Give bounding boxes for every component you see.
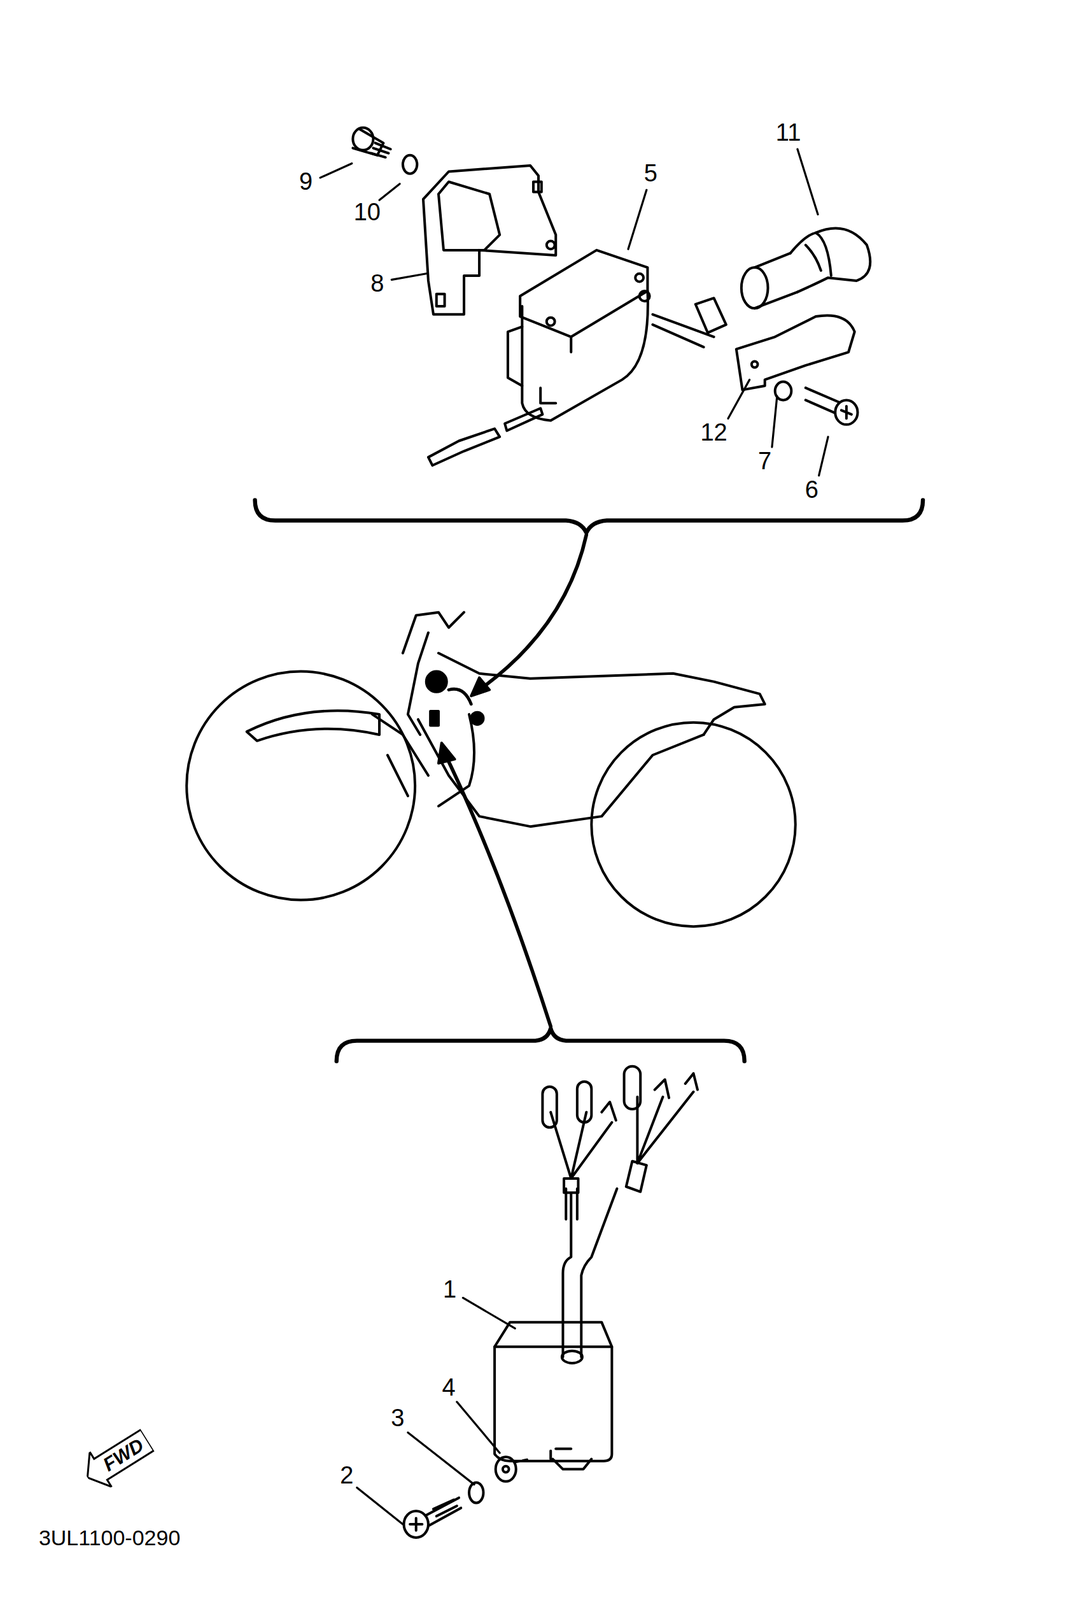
drawing-code: 3UL1100-0290 — [38, 1526, 181, 1548]
callout-number: 3 — [390, 1405, 405, 1430]
direction-label: FWD — [99, 1433, 148, 1476]
callout-number: 6 — [805, 477, 819, 502]
callout-number: 1 — [442, 1276, 457, 1301]
callout-number: 10 — [353, 199, 381, 225]
callout-number: 4 — [441, 1374, 456, 1399]
callout-number: 7 — [758, 448, 772, 473]
callout-number: 9 — [299, 169, 313, 194]
callout-number: 2 — [339, 1462, 354, 1487]
forward-arrow: FWD — [76, 1421, 158, 1495]
callout-number: 12 — [700, 420, 727, 445]
callout-number: 11 — [775, 120, 801, 145]
callout-number: 5 — [644, 161, 658, 186]
callout-number: 8 — [370, 271, 384, 296]
